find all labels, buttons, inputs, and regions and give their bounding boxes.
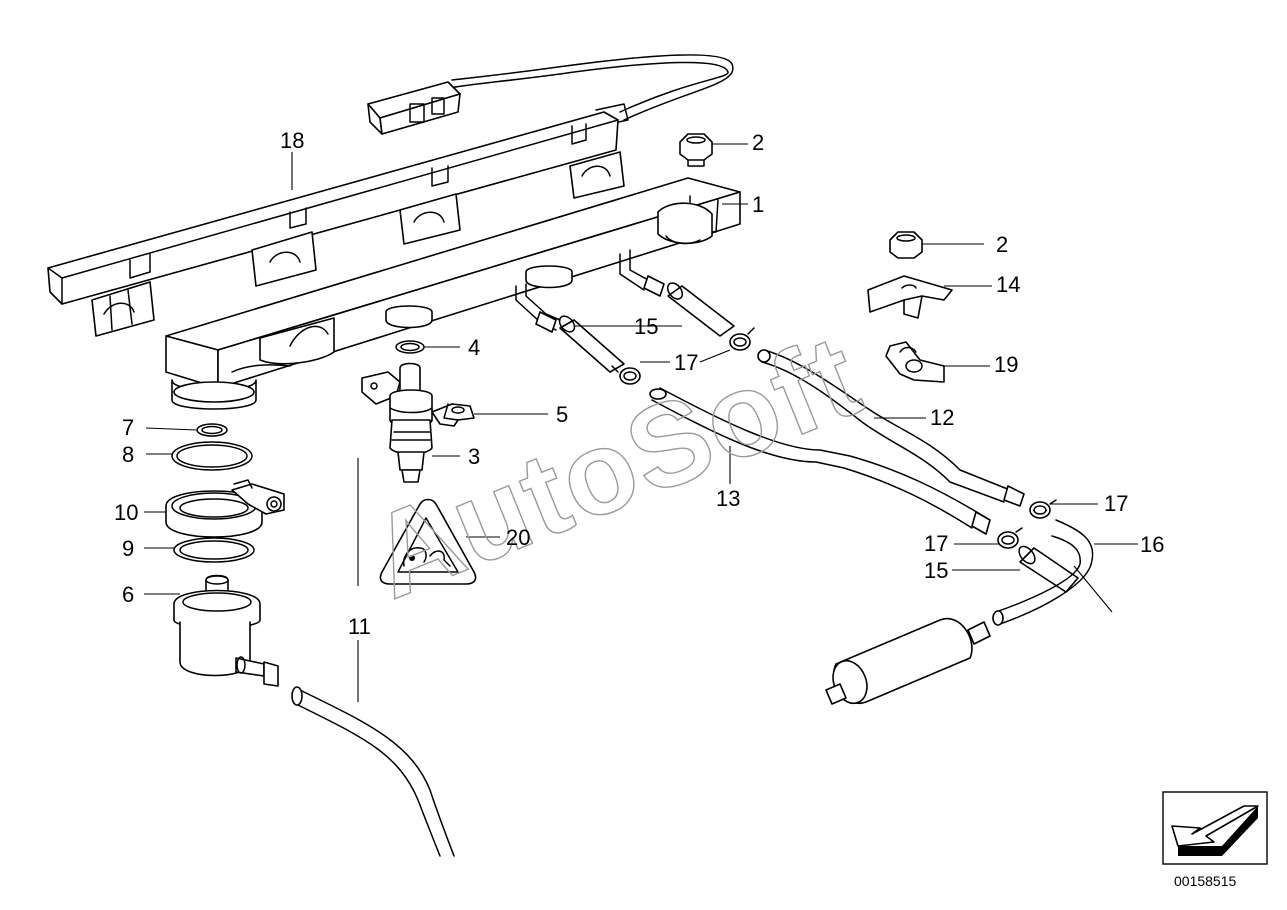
arrow-orientation-icon: [1171, 805, 1259, 856]
callout-12: 12: [930, 405, 954, 430]
regulator-clamp[interactable]: [165, 479, 285, 538]
callout-3: 3: [468, 444, 480, 469]
fuel-hose-bent[interactable]: [992, 519, 1094, 626]
injector-o-ring[interactable]: [395, 340, 425, 354]
callout-9: 9: [122, 536, 134, 561]
fuel-pressure-regulator[interactable]: [173, 574, 279, 687]
injector-clip[interactable]: [431, 403, 475, 427]
callout-14: 14: [996, 272, 1020, 297]
callout-2-upper: 2: [752, 130, 764, 155]
callout-19: 19: [994, 352, 1018, 377]
callout-17-lower: 17: [924, 531, 948, 556]
orientation-box: [1162, 791, 1268, 865]
callout-15-lower: 15: [924, 558, 948, 583]
callout-13: 13: [716, 486, 740, 511]
hex-nut-lower[interactable]: [889, 231, 923, 259]
callout-5: 5: [556, 402, 568, 427]
fuel-hose-upper-right[interactable]: [665, 280, 735, 337]
callout-6: 6: [122, 582, 134, 607]
fuel-filter[interactable]: [825, 617, 991, 709]
callout-20: 20: [506, 525, 530, 550]
callout-17-upper: 17: [674, 350, 698, 375]
small-o-ring[interactable]: [196, 423, 228, 437]
callout-18: 18: [280, 128, 304, 153]
fuel-hose-lower[interactable]: [1016, 543, 1079, 593]
callout-2-lower: 2: [996, 232, 1008, 257]
line-holder[interactable]: [885, 341, 945, 383]
fuel-rail[interactable]: [165, 177, 741, 410]
hex-nut-upper[interactable]: [679, 133, 713, 167]
vacuum-hose[interactable]: [291, 686, 455, 857]
callout-17-right: 17: [1104, 491, 1128, 516]
fuel-hose-upper-left[interactable]: [557, 313, 625, 373]
fuel-injector[interactable]: [361, 362, 433, 483]
callout-11: 11: [348, 614, 371, 639]
callout-16: 16: [1140, 532, 1164, 557]
hose-clamp-a[interactable]: [611, 365, 641, 385]
fuel-return-line[interactable]: [515, 283, 991, 535]
callouts: 18 2 1 2 14 15 4 17 19 5 12 7 8 3 13 17 …: [114, 128, 1164, 639]
reference-code: 00158515: [1174, 873, 1237, 889]
callout-15-upper: 15: [634, 314, 658, 339]
callout-4: 4: [468, 335, 480, 360]
fuel-line[interactable]: [619, 249, 1025, 507]
o-ring[interactable]: [171, 441, 253, 471]
seal-ring[interactable]: [173, 537, 255, 563]
callout-7: 7: [122, 415, 134, 440]
callout-1: 1: [752, 192, 764, 217]
hose-clamp-b[interactable]: [729, 327, 755, 351]
warning-label[interactable]: [379, 498, 477, 585]
hose-clamp-c[interactable]: [1029, 499, 1057, 519]
bracket[interactable]: [867, 275, 953, 319]
leader-lines: [144, 143, 1138, 702]
injector-wiring-harness[interactable]: [47, 54, 734, 337]
callout-8: 8: [122, 442, 134, 467]
hose-clamp-d[interactable]: [997, 527, 1023, 549]
callout-10: 10: [114, 500, 138, 525]
